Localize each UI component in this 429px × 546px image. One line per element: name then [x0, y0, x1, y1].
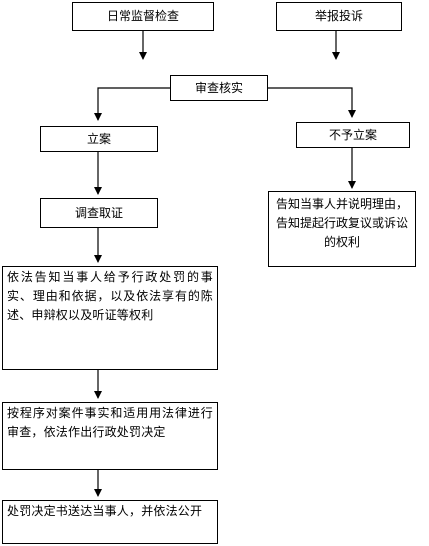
node-report-complaint: 举报投诉: [276, 2, 402, 31]
node-no-case: 不予立案: [296, 122, 410, 148]
connector-review-branch-left: [94, 87, 170, 121]
node-file-case-label: 立案: [86, 131, 111, 146]
node-review-decide: 按程序对案件事实和适用用法律进行审查，依法作出行政处罚决定: [2, 402, 218, 470]
node-inform-reason-label: 告知当事人并说明理由，告知提起行政复议或诉讼的权利: [275, 197, 408, 249]
node-deliver-decision: 处罚决定书送达当事人，并依法公开: [2, 500, 218, 544]
node-no-case-label: 不予立案: [328, 127, 377, 142]
node-daily-supervision-label: 日常监督检查: [106, 9, 179, 23]
node-inform-reason: 告知当事人并说明理由，告知提起行政复议或诉讼的权利: [268, 191, 416, 267]
node-notify-penalty-label: 依法告知当事人给予行政处罚的事实、理由和依据，以及依法享有的陈述、申辩权以及听证…: [7, 270, 213, 322]
node-daily-supervision: 日常监督检查: [72, 2, 214, 31]
connector-review-branch-right: [268, 87, 356, 118]
node-deliver-decision-label: 处罚决定书送达当事人，并依法公开: [7, 504, 203, 518]
node-file-case: 立案: [40, 126, 158, 152]
node-report-complaint-label: 举报投诉: [314, 9, 363, 23]
node-review-verify: 审查核实: [170, 75, 268, 101]
node-notify-penalty: 依法告知当事人给予行政处罚的事实、理由和依据，以及依法享有的陈述、申辩权以及听证…: [2, 266, 218, 370]
node-investigate-label: 调查取证: [74, 205, 123, 220]
node-review-decide-label: 按程序对案件事实和适用用法律进行审查，依法作出行政处罚决定: [7, 406, 213, 439]
node-investigate: 调查取证: [40, 198, 158, 228]
node-review-verify-label: 审查核实: [194, 80, 243, 95]
